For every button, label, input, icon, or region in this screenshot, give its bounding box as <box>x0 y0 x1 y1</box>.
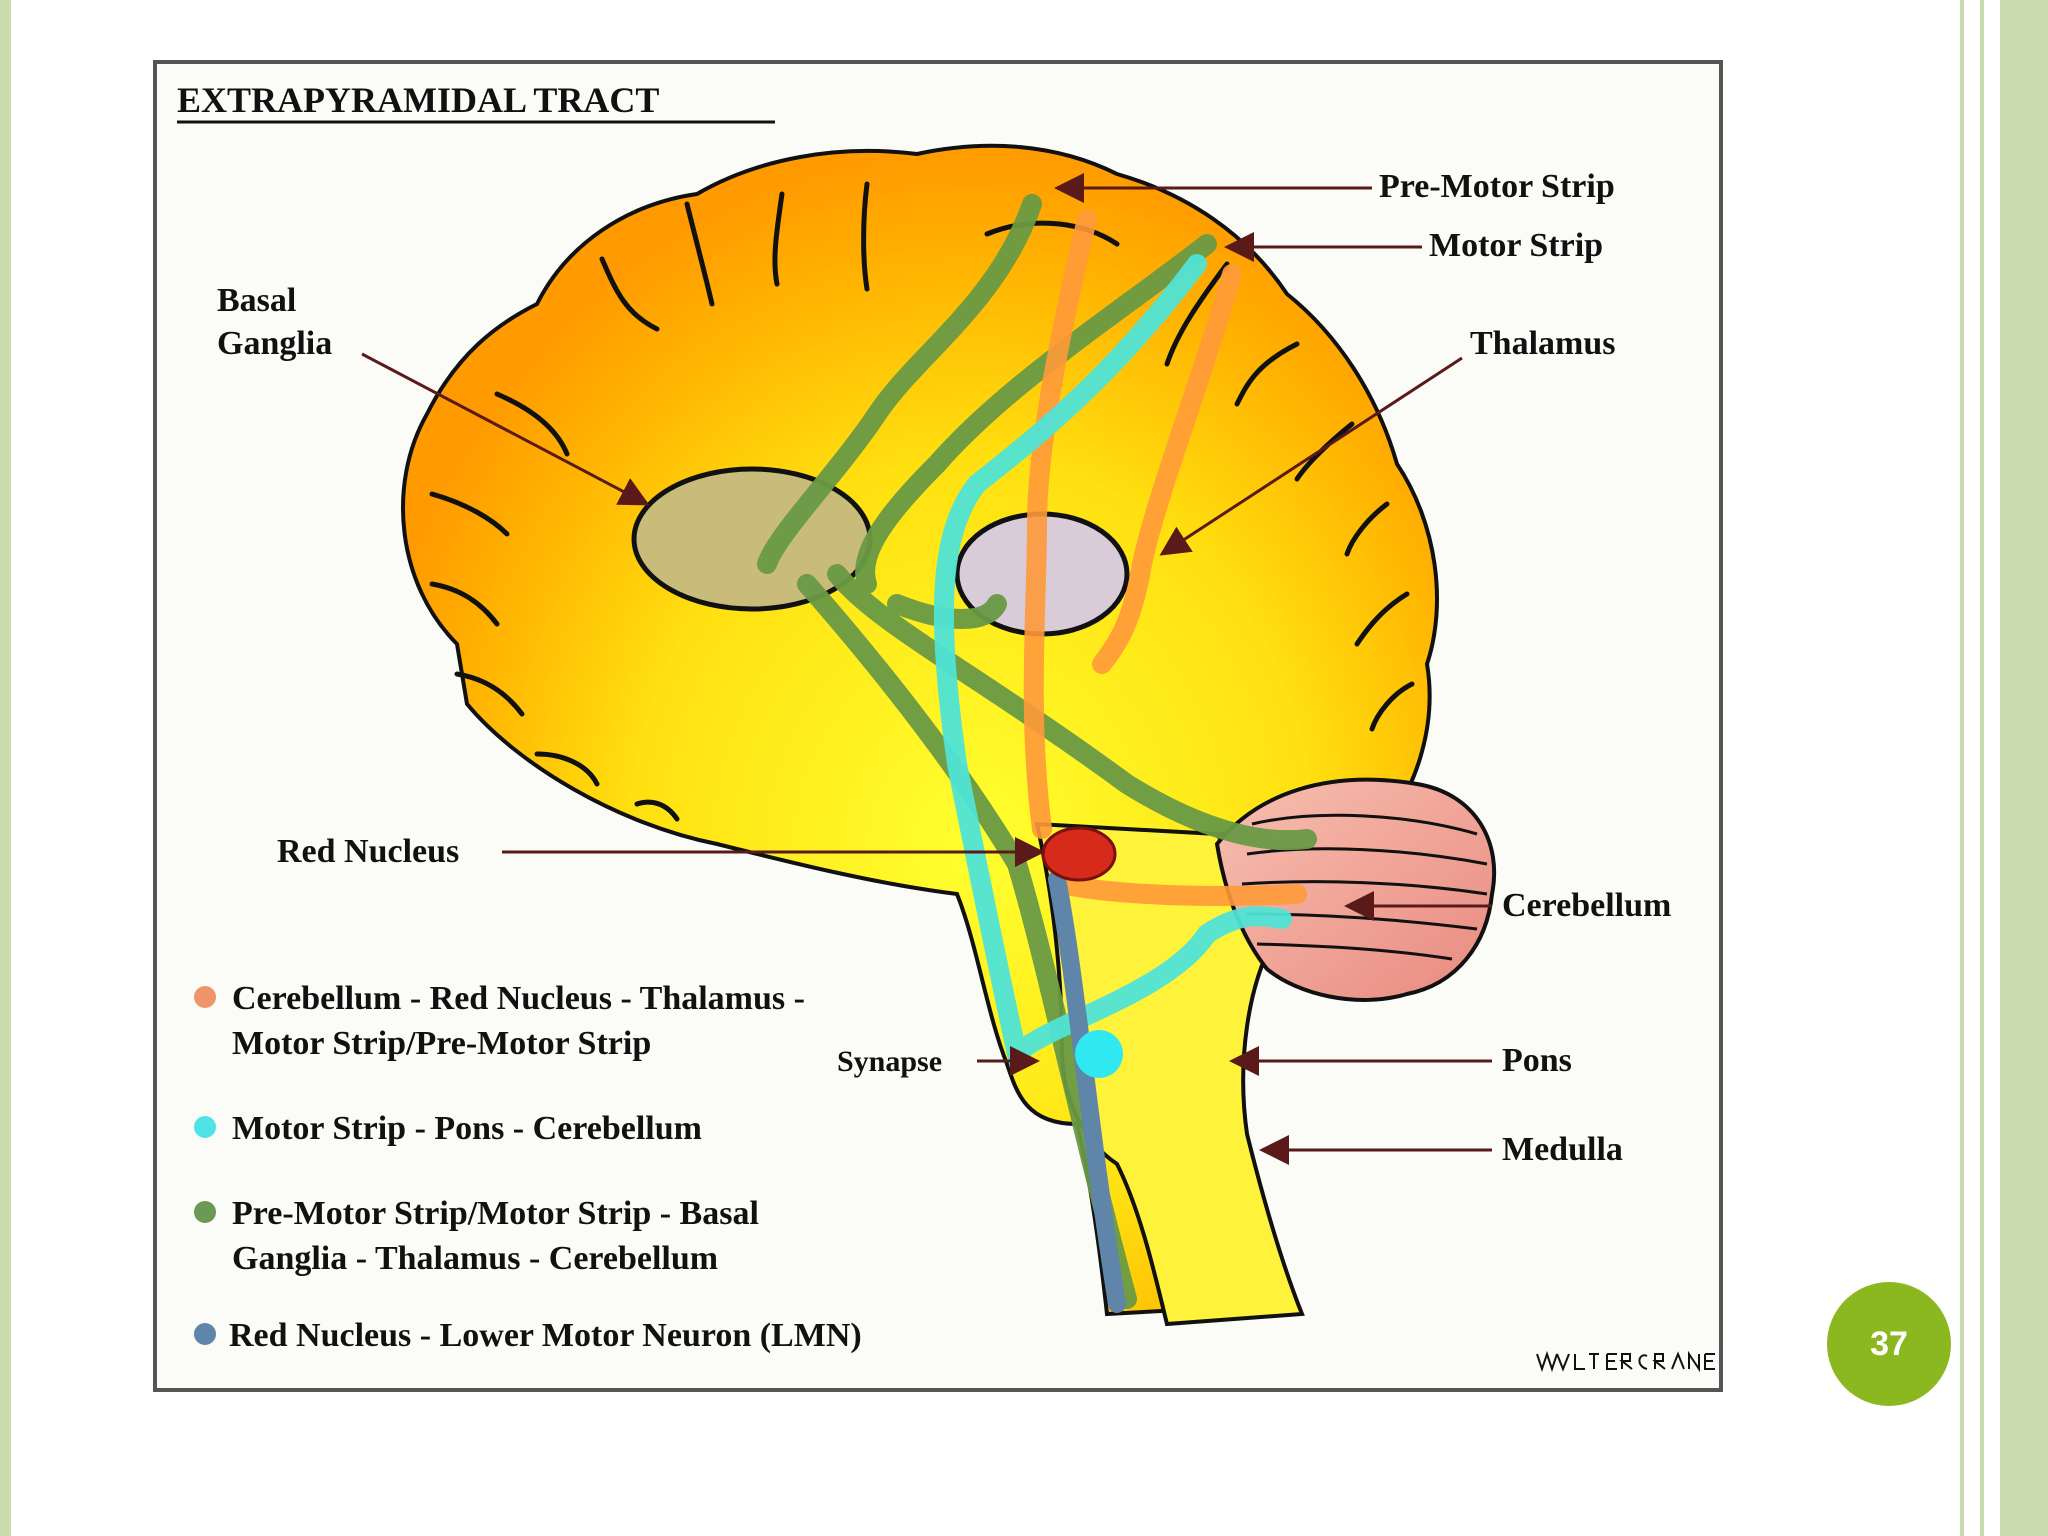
label-basal-ganglia-2: Ganglia <box>217 325 332 362</box>
label-thalamus: Thalamus <box>1470 325 1616 362</box>
label-pre-motor-strip: Pre-Motor Strip <box>1379 168 1615 205</box>
legend-swatch-blue <box>194 1323 216 1345</box>
legend-item-3-line1: Pre-Motor Strip/Motor Strip - Basal <box>232 1195 759 1232</box>
legend-item-1-line1: Cerebellum - Red Nucleus - Thalamus - <box>232 980 805 1017</box>
label-medulla: Medulla <box>1502 1131 1623 1168</box>
artist-signature <box>1536 1350 1715 1373</box>
legend: Cerebellum - Red Nucleus - Thalamus - Mo… <box>194 980 862 1354</box>
label-motor-strip: Motor Strip <box>1429 227 1603 264</box>
figure-frame: EXTRAPYRAMIDAL TRACT <box>153 60 1723 1392</box>
label-arrows <box>361 173 1492 1165</box>
label-pons: Pons <box>1502 1042 1572 1079</box>
legend-item-3-line2: Ganglia - Thalamus - Cerebellum <box>232 1240 718 1277</box>
page-number-badge: 37 <box>1827 1282 1951 1406</box>
cyan-tract <box>933 254 1292 1074</box>
label-basal-ganglia-1: Basal <box>217 282 296 319</box>
basal-ganglia <box>631 466 873 612</box>
right-border-decoration <box>1960 0 2048 1536</box>
legend-item-2-line1: Motor Strip - Pons - Cerebellum <box>232 1110 702 1147</box>
label-cerebellum: Cerebellum <box>1502 887 1671 924</box>
legend-item-1-line2: Motor Strip/Pre-Motor Strip <box>232 1025 651 1062</box>
legend-item-4-line1: Red Nucleus - Lower Motor Neuron (LMN) <box>229 1317 862 1354</box>
diagram-title: EXTRAPYRAMIDAL TRACT <box>177 80 659 120</box>
legend-swatch-green <box>194 1201 216 1223</box>
red-nucleus <box>1041 826 1117 882</box>
label-synapse: Synapse <box>837 1045 942 1078</box>
orange-tracts <box>1023 209 1307 906</box>
legend-swatch-cyan <box>194 1116 216 1138</box>
left-border-decoration <box>0 0 11 1536</box>
brain-sulci <box>429 181 1415 822</box>
extrapyramidal-diagram: EXTRAPYRAMIDAL TRACT <box>177 80 1715 1373</box>
label-red-nucleus: Red Nucleus <box>277 833 459 870</box>
legend-swatch-orange <box>194 986 216 1008</box>
synapse-dot <box>1075 1030 1123 1078</box>
